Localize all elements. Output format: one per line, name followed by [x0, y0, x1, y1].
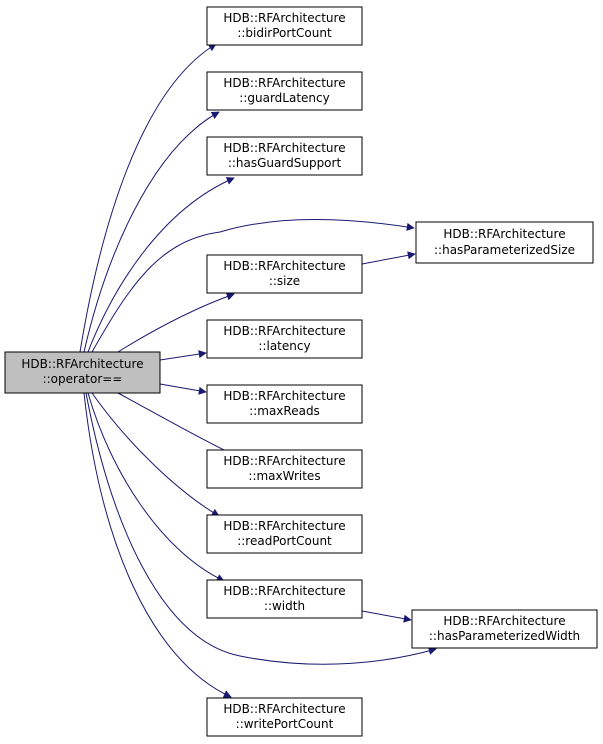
node-hasguardsupport-line1: HDB::RFArchitecture	[223, 141, 345, 155]
edge-root-maxwrites	[117, 392, 237, 457]
node-operator-equals-line1: HDB::RFArchitecture	[21, 357, 143, 371]
node-guardlatency[interactable]: HDB::RFArchitecture ::guardLatency	[206, 71, 363, 111]
node-size-line1: HDB::RFArchitecture	[223, 259, 345, 273]
node-latency-line2: ::latency	[258, 339, 310, 353]
node-size[interactable]: HDB::RFArchitecture ::size	[206, 254, 363, 294]
edge-root-bidirportcount	[79, 43, 217, 353]
edge-root-maxreads	[159, 383, 207, 395]
node-readportcount-line1: HDB::RFArchitecture	[223, 519, 345, 533]
node-maxreads-line1: HDB::RFArchitecture	[223, 389, 345, 403]
node-writeportcount-line2: ::writePortCount	[236, 717, 334, 731]
node-hasguardsupport[interactable]: HDB::RFArchitecture ::hasGuardSupport	[206, 136, 363, 176]
node-guardlatency-line1: HDB::RFArchitecture	[223, 76, 345, 90]
node-hasparameterizedsize-line1: HDB::RFArchitecture	[443, 227, 565, 241]
edge-root-readportcount	[91, 392, 220, 517]
node-hasguardsupport-line2: ::hasGuardSupport	[228, 156, 342, 170]
node-maxwrites-line2: ::maxWrites	[248, 469, 320, 483]
node-hasparameterizedsize[interactable]: HDB::RFArchitecture ::hasParameterizedSi…	[415, 221, 594, 264]
node-maxreads[interactable]: HDB::RFArchitecture ::maxReads	[206, 384, 363, 424]
node-hasparameterizedwidth[interactable]: HDB::RFArchitecture ::hasParameterizedWi…	[411, 609, 598, 649]
node-width[interactable]: HDB::RFArchitecture ::width	[206, 579, 363, 619]
node-writeportcount[interactable]: HDB::RFArchitecture ::writePortCount	[206, 697, 363, 737]
node-maxreads-line2: ::maxReads	[249, 404, 320, 418]
edge-root-width	[87, 392, 225, 582]
node-writeportcount-line1: HDB::RFArchitecture	[223, 702, 345, 716]
node-size-line2: ::size	[269, 274, 300, 288]
node-bidirportcount[interactable]: HDB::RFArchitecture ::bidirPortCount	[206, 6, 363, 46]
node-hasparameterizedwidth-line2: ::hasParameterizedWidth	[429, 629, 580, 643]
edge-size-hasparameterizedsize	[361, 251, 416, 265]
node-maxwrites[interactable]: HDB::RFArchitecture ::maxWrites	[206, 449, 363, 489]
edge-width-hasparameterizedwidth	[361, 610, 412, 623]
node-latency[interactable]: HDB::RFArchitecture ::latency	[206, 319, 363, 359]
node-width-line1: HDB::RFArchitecture	[223, 584, 345, 598]
edge-root-hasguardsupport	[87, 177, 235, 353]
node-latency-line1: HDB::RFArchitecture	[223, 324, 345, 338]
nodes: HDB::RFArchitecture ::operator== HDB::RF…	[4, 6, 598, 737]
node-guardlatency-line2: ::guardLatency	[239, 91, 329, 105]
node-maxwrites-line1: HDB::RFArchitecture	[223, 454, 345, 468]
edge-root-latency	[159, 350, 207, 361]
node-bidirportcount-line1: HDB::RFArchitecture	[223, 11, 345, 25]
node-readportcount[interactable]: HDB::RFArchitecture ::readPortCount	[206, 514, 363, 554]
edge-root-writeportcount	[83, 392, 232, 698]
node-operator-equals[interactable]: HDB::RFArchitecture ::operator==	[4, 351, 161, 394]
node-bidirportcount-line2: ::bidirPortCount	[237, 26, 332, 40]
edge-root-hasparameterizedwidth	[85, 392, 437, 665]
node-hasparameterizedsize-line2: ::hasParameterizedSize	[434, 243, 575, 257]
edge-root-hasparameterizedsize	[91, 219, 415, 353]
node-operator-equals-line2: ::operator==	[43, 372, 123, 386]
edges	[79, 43, 437, 698]
edge-root-guardlatency	[83, 111, 220, 353]
edge-root-size	[117, 292, 235, 353]
node-readportcount-line2: ::readPortCount	[237, 534, 332, 548]
node-width-line2: ::width	[264, 599, 305, 613]
node-hasparameterizedwidth-line1: HDB::RFArchitecture	[443, 614, 565, 628]
